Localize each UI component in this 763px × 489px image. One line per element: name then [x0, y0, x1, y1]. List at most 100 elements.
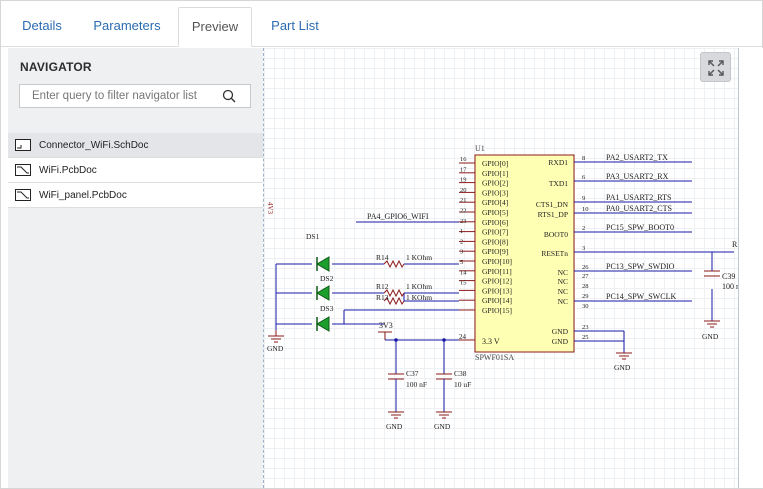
left-pin-label: GPIO[14]: [482, 296, 512, 305]
tab-parameters[interactable]: Parameters: [93, 18, 161, 33]
right-pin-label: CTS1_DN: [536, 200, 569, 209]
navigator-search-box: [19, 84, 251, 108]
pcb-doc-icon: [15, 189, 31, 201]
left-pin-number: 19: [460, 177, 467, 184]
right-pin-number: 25: [582, 334, 589, 341]
resistor-r13: [383, 296, 405, 306]
gnd-label: GND: [614, 363, 631, 372]
left-partial-label: 4V3: [266, 202, 274, 215]
left-pin-labels: GPIO[0]GPIO[1]GPIO[2]GPIO[3]GPIO[4]GPIO[…: [482, 159, 512, 315]
search-icon[interactable]: [222, 89, 236, 103]
left-pin-number: 21: [460, 197, 467, 204]
right-pin-number: 30: [582, 303, 589, 310]
right-pin-number: 6: [582, 174, 586, 181]
c39-value: 100 n: [722, 282, 739, 291]
net-label: PA0_USART2_CTS: [606, 204, 672, 213]
right-margin: [739, 48, 763, 488]
supply-section: 3V3 C37 100 nF C38 10 uF: [378, 320, 720, 431]
c37-value: 100 nF: [406, 380, 427, 389]
r14-label: R14: [376, 253, 389, 262]
r14-value: 1 KOhm: [406, 253, 432, 262]
ds2-label: DS2: [320, 274, 334, 283]
ds1-label: DS1: [306, 232, 320, 241]
net-label: PC15_SPW_BOOT0: [606, 223, 674, 232]
tab-details[interactable]: Details: [22, 18, 62, 33]
led-ds2: [316, 285, 330, 301]
left-pin-number: 20: [460, 187, 467, 194]
net-label: PA3_USART2_RX: [606, 172, 669, 181]
tab-bar: Details Parameters Preview Part List: [1, 1, 763, 47]
navigator-title: NAVIGATOR: [20, 60, 92, 74]
navigator-item-wifi-pcbdoc[interactable]: WiFi.PcbDoc: [8, 158, 263, 183]
right-pin-number: 10: [582, 206, 589, 213]
supply-pin-label: 3.3 V: [482, 337, 500, 346]
right-pin-label: TXD1: [549, 179, 568, 188]
ic-designator: U1: [475, 144, 485, 153]
right-pin-number: 9: [582, 195, 585, 202]
left-pin-label: GPIO[12]: [482, 277, 512, 286]
gnd-label: GND: [267, 344, 284, 353]
right-pin-number: 29: [582, 293, 589, 300]
left-pin-label: GPIO[5]: [482, 208, 508, 217]
right-pin-label: GND: [552, 337, 569, 346]
left-pin-label: GPIO[9]: [482, 247, 508, 256]
c39-label: C39: [722, 272, 735, 281]
c38-value: 10 uF: [454, 380, 471, 389]
left-pin-label: GPIO[11]: [482, 267, 512, 276]
right-pin-number: 23: [582, 324, 589, 331]
right-pin-number: 3: [582, 245, 585, 252]
navigator-item-wifi-panel-pcbdoc[interactable]: WiFi_panel.PcbDoc: [8, 183, 263, 208]
left-pin-label: GPIO[6]: [482, 218, 508, 227]
tab-preview[interactable]: Preview: [178, 7, 252, 47]
r13-label: R13: [376, 293, 389, 302]
resistor-r14: [383, 259, 405, 269]
navigator-panel: NAVIGATOR Connector_WiFi.SchDoc: [8, 48, 263, 488]
navigator-search-input[interactable]: [20, 85, 220, 107]
right-pin-number: 8: [582, 155, 585, 162]
left-pin-label: GPIO[2]: [482, 179, 508, 188]
right-pin-label: NC: [558, 297, 568, 306]
navigator-list: Connector_WiFi.SchDoc WiFi.PcbDoc WiFi_p…: [8, 133, 263, 208]
right-pin-label: RESETn: [541, 249, 568, 258]
net-label: PC14_SPW_SWCLK: [606, 292, 676, 301]
schematic-preview[interactable]: U1 SPWF01SA GPIO[0]GPIO[1]GPIO[2]GPIO[3]…: [263, 48, 739, 488]
right-pin-number: 27: [582, 273, 589, 280]
left-pin-number: 3: [460, 249, 463, 256]
led-ds3: [316, 316, 330, 332]
c37-label: C37: [406, 369, 419, 378]
left-pin-number: 16: [460, 156, 467, 163]
right-pin-label: NC: [558, 287, 568, 296]
right-pin-label: GND: [552, 327, 569, 336]
right-pin-number: 28: [582, 283, 589, 290]
left-pin-label: GPIO[10]: [482, 257, 512, 266]
right-pin-number: 2: [582, 225, 585, 232]
power-3v3-label: 3V3: [379, 321, 393, 330]
net-label: PA2_USART2_TX: [606, 153, 668, 162]
navigator-item-connector-wifi-schdoc[interactable]: Connector_WiFi.SchDoc: [8, 133, 263, 158]
right-pin-number: 26: [582, 264, 589, 271]
left-pin-number: 2: [460, 238, 463, 245]
tab-part-list[interactable]: Part List: [271, 18, 319, 33]
leds-and-resistors: DS1 DS2 DS3 R14 1 KOhm R12 1 KOhm R13 1 …: [266, 202, 459, 353]
left-pin-label: GPIO[15]: [482, 306, 512, 315]
right-pin-labels: RXD1TXD1CTS1_DNRTS1_DPBOOT0RESETnNCNCNCN…: [536, 158, 569, 346]
ic-body: [474, 154, 575, 353]
left-pin-label: GPIO[3]: [482, 188, 508, 197]
navigator-item-label: WiFi_panel.PcbDoc: [39, 190, 127, 201]
ds3-label: DS3: [320, 304, 334, 313]
reset-cap-c39: C39 100 n R: [704, 240, 739, 291]
schematic-drawing: U1 SPWF01SA GPIO[0]GPIO[1]GPIO[2]GPIO[3]…: [266, 144, 739, 431]
right-pin-label: NC: [558, 277, 568, 286]
gnd-label: GND: [386, 422, 403, 431]
pcb-doc-icon: [15, 164, 31, 176]
left-pin-label: GPIO[7]: [482, 228, 508, 237]
left-pin-label: GPIO[0]: [482, 159, 508, 168]
expand-preview-button[interactable]: [700, 52, 731, 82]
left-pin-number: 17: [460, 166, 467, 173]
left-pin-number: 1: [460, 228, 463, 235]
r13-value: 1 KOhm: [406, 293, 432, 302]
ic-part-name: SPWF01SA: [475, 353, 514, 362]
right-nets: [574, 161, 734, 353]
